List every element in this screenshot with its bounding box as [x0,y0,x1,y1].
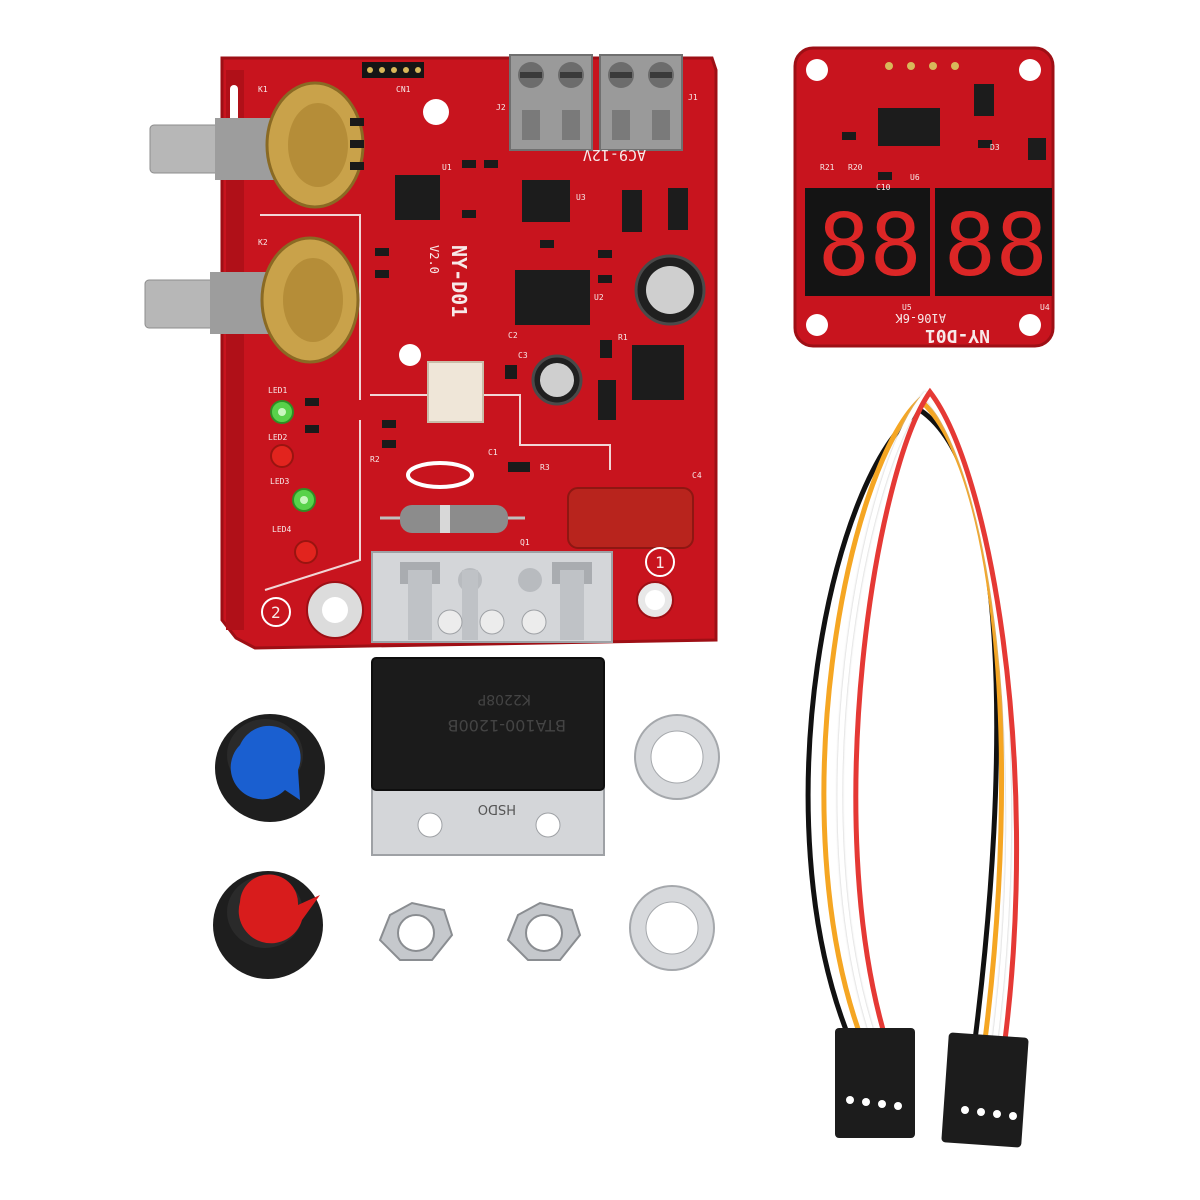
cable-connector-left [835,1028,915,1138]
seven-segment-display-right: 88 [935,188,1052,296]
silk-j1: J1 [688,93,698,102]
silk-led3: LED3 [270,477,289,486]
screw-terminal-left [509,54,593,151]
silk-j2: J2 [496,103,506,112]
silk-r21: R21 [820,163,835,172]
seven-segment-display-left: 88 [805,188,930,296]
wire-red [853,387,1020,1043]
silk-u1: U1 [442,163,452,172]
ic-u3 [522,180,570,222]
led-4-red [294,540,318,564]
silk-cn1: CN1 [396,85,411,94]
silk-c2: C2 [508,331,518,340]
marker-two: 2 [261,597,291,627]
triac-brand-label: HSDO [478,801,516,816]
triac-heatsink-plate [371,551,613,643]
electrolytic-capacitor-small [531,354,583,406]
silk-u3: U3 [576,193,586,202]
washer-bottom [629,885,715,971]
board-model-label: NY-D01 [447,245,471,317]
ic-u1 [395,175,440,220]
ic-u2 [515,270,590,325]
silk-c4: C4 [692,471,702,480]
hex-nut-left [378,901,454,961]
silk-d3: D3 [990,143,1000,152]
silk-r3: R3 [540,463,550,472]
main-control-board: NY-D01 V2.0 AC9-12V 1 2 K1 K2 LED1 LED2 … [144,54,718,650]
marker-one: 1 [645,547,675,577]
silk-u6: U6 [910,173,920,182]
hex-nut-right [506,901,582,961]
silk-k1: K1 [258,85,268,94]
film-capacitor [567,487,694,549]
board-version-label: V2.0 [427,245,441,274]
silk-c10: C10 [876,183,891,192]
display-driver-ic [878,108,940,146]
led-2-red [270,444,294,468]
potentiometer-top [149,81,365,209]
silk-led2: LED2 [268,433,287,442]
screw-terminal-right [599,54,683,151]
cable-connector-right [941,1032,1029,1148]
triac-part-label: BTA100-1200B [448,716,566,735]
silk-u5: U5 [902,303,912,312]
silk-u4: U4 [1040,303,1050,312]
display-sub-label: A106-6K [895,311,946,325]
power-input-label: AC9-12V [583,146,646,164]
voltage-regulator [632,345,684,400]
triac-code-label: K2208P [478,691,531,707]
triac-module: BTA100-1200B K2208P HSDO [371,657,605,856]
silk-u2: U2 [594,293,604,302]
four-wire-cable [805,387,1029,1148]
red-knob [213,871,323,979]
red-knob-cap [238,874,320,944]
svg-text:2: 2 [271,603,281,622]
svg-text:1: 1 [655,553,665,572]
display-left-digits: 88 [818,196,922,296]
power-resistor [380,505,525,533]
silk-r20: R20 [848,163,863,172]
washer-top [634,714,720,800]
potentiometer-bottom [144,236,360,364]
silk-led1: LED1 [268,386,287,395]
pin-header [362,62,424,78]
silk-led4: LED4 [272,525,291,534]
blue-knob [215,714,325,822]
silk-r1: R1 [618,333,628,342]
silk-k2: K2 [258,238,268,247]
silk-c3: C3 [518,351,528,360]
display-right-digits: 88 [944,196,1048,296]
silk-r2: R2 [370,455,380,464]
blue-knob-cap [230,725,301,800]
display-board: 88 88 NY-D01 A106-6K U4 U5 U6 R20 R21 C1… [793,46,1055,348]
optocoupler [427,361,484,423]
display-model-label: NY-D01 [925,325,990,346]
silk-q1: Q1 [520,538,530,547]
silk-c1: C1 [488,448,498,457]
electrolytic-capacitor-large [634,254,706,326]
